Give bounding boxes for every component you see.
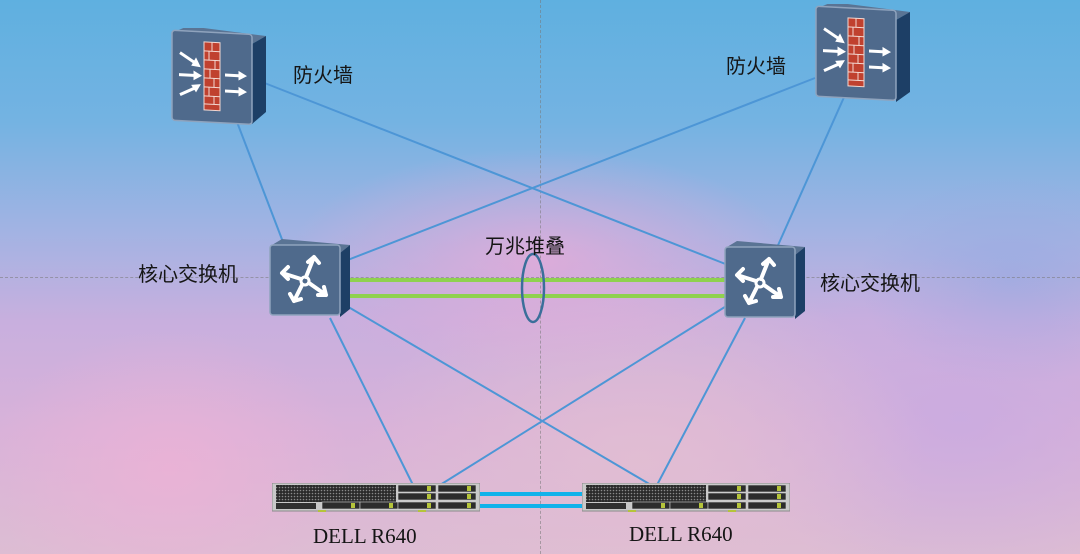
stack-ellipse <box>520 252 546 324</box>
stack-label: 万兆堆叠 <box>485 234 565 258</box>
firewall-right[interactable] <box>812 2 912 108</box>
core-switch-right[interactable] <box>723 241 807 325</box>
firewall-icon <box>171 26 266 126</box>
firewall-icon <box>815 2 910 102</box>
link-core-left-server-right <box>344 304 652 486</box>
server-icon <box>271 482 481 512</box>
link-fw-right-core-right <box>774 94 846 253</box>
core-switch-left-label: 核心交换机 <box>138 262 238 286</box>
vertical-guide-line <box>540 0 541 554</box>
server-left[interactable] <box>271 482 481 517</box>
link-fw-right-core-left <box>339 77 816 264</box>
core-switch-icon <box>724 241 805 319</box>
server-right[interactable] <box>581 482 791 517</box>
core-switch-icon <box>269 239 350 317</box>
server-right-label: DELL R640 <box>629 522 733 546</box>
link-core-right-server-right <box>656 317 746 486</box>
server-icon <box>581 482 791 512</box>
firewall-left[interactable] <box>168 26 268 130</box>
link-fw-left-core-right <box>261 81 729 266</box>
link-core-left-server-left <box>329 317 414 486</box>
core-switch-left[interactable] <box>268 239 352 323</box>
core-switch-right-label: 核心交换机 <box>820 271 920 295</box>
link-fw-left-core-left <box>236 121 284 243</box>
firewall-left-label: 防火墙 <box>293 63 353 87</box>
server-left-label: DELL R640 <box>313 524 417 548</box>
link-core-right-server-left <box>439 304 729 486</box>
firewall-right-label: 防火墙 <box>726 54 786 78</box>
